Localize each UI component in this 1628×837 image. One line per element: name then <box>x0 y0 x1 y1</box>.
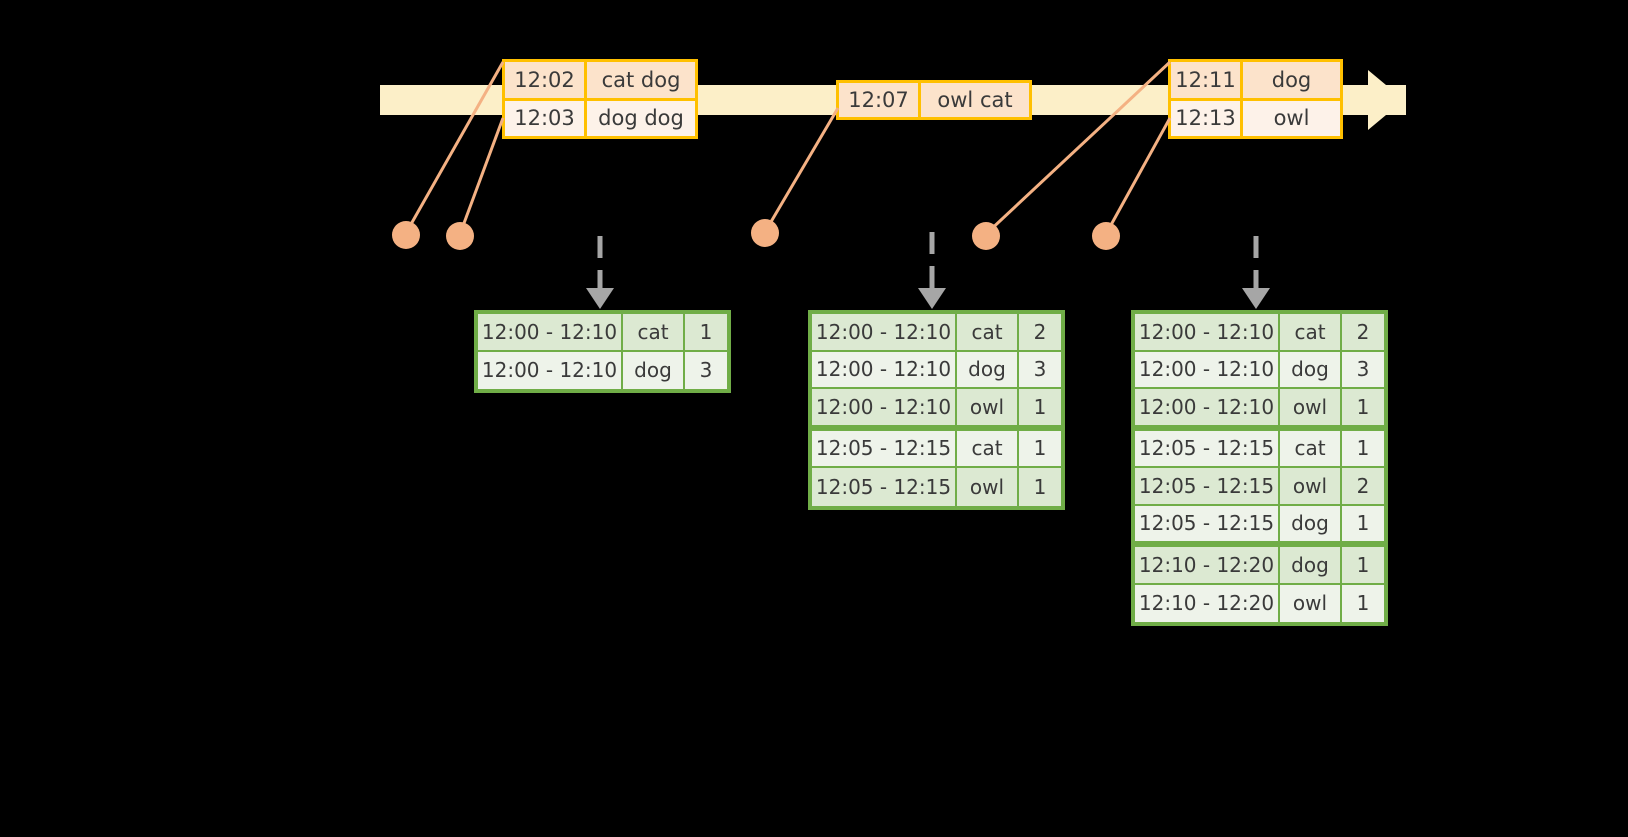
cell-window: 12:10 - 12:20 <box>1135 584 1280 622</box>
event-time: 12:03 <box>505 100 587 136</box>
trigger-dot-2[interactable] <box>446 222 474 250</box>
event-group-3[interactable]: 12:11 dog 12:13 owl <box>1168 59 1343 139</box>
cell-word: owl <box>1280 389 1342 427</box>
event-payload: dog dog <box>587 100 695 136</box>
cell-window: 12:00 - 12:10 <box>478 314 623 352</box>
cell-count: 1 <box>685 314 727 352</box>
trigger-dot-4[interactable] <box>972 222 1000 250</box>
cell-count: 1 <box>1019 430 1061 468</box>
cell-window: 12:00 - 12:10 <box>1135 389 1280 427</box>
cell-word: owl <box>1280 584 1342 622</box>
trigger-dot-3[interactable] <box>751 219 779 247</box>
event-row[interactable]: 12:11 dog <box>1171 62 1340 98</box>
event-row[interactable]: 12:13 owl <box>1171 97 1340 136</box>
timeline-arrowhead <box>1368 70 1404 130</box>
cell-window: 12:05 - 12:15 <box>1135 430 1280 468</box>
cell-count: 2 <box>1019 314 1061 352</box>
dashed-arrow-3 <box>1242 236 1270 309</box>
cell-word: owl <box>957 468 1019 506</box>
cell-word: dog <box>1280 351 1342 389</box>
cell-count: 1 <box>1342 547 1384 585</box>
event-group-2[interactable]: 12:07 owl cat <box>836 80 1032 120</box>
dashed-arrow-1 <box>586 236 614 309</box>
event-payload: owl <box>1243 100 1340 136</box>
event-payload: dog <box>1243 62 1340 98</box>
cell-window: 12:00 - 12:10 <box>812 389 957 427</box>
cell-word: cat <box>1280 314 1342 352</box>
leader-line-3 <box>763 107 840 233</box>
cell-count: 3 <box>1019 351 1061 389</box>
event-group-1[interactable]: 12:02 cat dog 12:03 dog dog <box>502 59 698 139</box>
cell-word: dog <box>1280 505 1342 543</box>
cell-window: 12:00 - 12:10 <box>478 351 623 389</box>
event-time: 12:07 <box>839 83 921 117</box>
cell-count: 1 <box>1342 505 1384 543</box>
cell-count: 2 <box>1342 468 1384 506</box>
cell-count: 1 <box>1342 430 1384 468</box>
cell-count: 1 <box>1019 468 1061 506</box>
cell-window: 12:05 - 12:15 <box>1135 468 1280 506</box>
event-time: 12:11 <box>1171 62 1243 98</box>
cell-word: cat <box>623 314 685 352</box>
cell-window: 12:00 - 12:10 <box>812 314 957 352</box>
cell-word: dog <box>957 351 1019 389</box>
trigger-dot-5[interactable] <box>1092 222 1120 250</box>
leader-line-5 <box>1104 117 1172 235</box>
cell-window: 12:00 - 12:10 <box>812 351 957 389</box>
event-time: 12:13 <box>1171 100 1243 136</box>
dashed-arrow-2 <box>918 232 946 309</box>
cell-count: 1 <box>1019 389 1061 427</box>
cell-count: 2 <box>1342 314 1384 352</box>
cell-window: 12:00 - 12:10 <box>1135 351 1280 389</box>
event-time: 12:02 <box>505 62 587 98</box>
cell-count: 3 <box>1342 351 1384 389</box>
cell-window: 12:05 - 12:15 <box>812 430 957 468</box>
cell-count: 1 <box>1342 584 1384 622</box>
cell-word: cat <box>1280 430 1342 468</box>
cell-window: 12:00 - 12:10 <box>1135 314 1280 352</box>
cell-count: 1 <box>1342 389 1384 427</box>
cell-window: 12:05 - 12:15 <box>1135 505 1280 543</box>
cell-word: dog <box>1280 547 1342 585</box>
leader-line-2 <box>458 117 505 235</box>
cell-word: owl <box>957 389 1019 427</box>
cell-word: owl <box>1280 468 1342 506</box>
event-row[interactable]: 12:03 dog dog <box>505 97 695 136</box>
event-payload: owl cat <box>921 83 1029 117</box>
cell-count: 3 <box>685 351 727 389</box>
cell-window: 12:05 - 12:15 <box>812 468 957 506</box>
cell-word: cat <box>957 314 1019 352</box>
event-row[interactable]: 12:07 owl cat <box>839 83 1029 117</box>
cell-window: 12:10 - 12:20 <box>1135 547 1280 585</box>
trigger-dot-1[interactable] <box>392 221 420 249</box>
cell-word: cat <box>957 430 1019 468</box>
cell-word: dog <box>623 351 685 389</box>
event-row[interactable]: 12:02 cat dog <box>505 62 695 98</box>
event-payload: cat dog <box>587 62 695 98</box>
